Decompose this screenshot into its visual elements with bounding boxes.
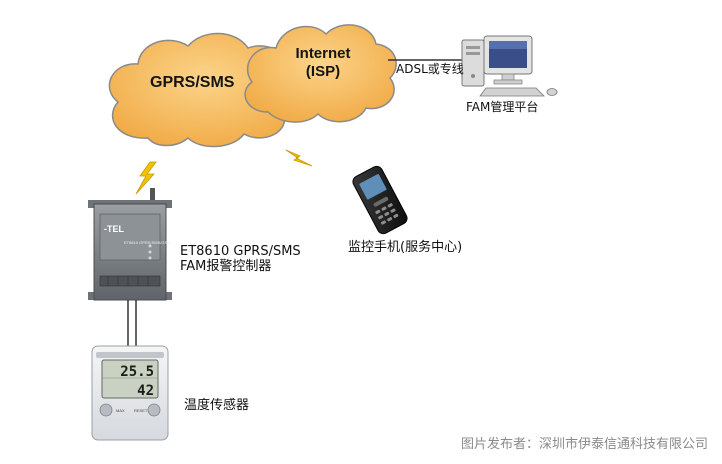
platform-label: FAM管理平台	[466, 100, 539, 114]
thermo-left-button	[99, 403, 113, 417]
temperature-sensor-device: 25.5 42 MAX RESET	[91, 345, 169, 441]
thermo-reading-top: 25.5	[120, 364, 154, 380]
lightning-icon-2	[285, 149, 313, 167]
controller-label-line2: FAM报警控制器	[180, 259, 272, 274]
cloud-internet-label: Internet (ISP)	[280, 45, 366, 81]
mobile-phone-icon	[352, 165, 408, 235]
adsl-link-label: ADSL或专线	[396, 62, 464, 76]
thermo-right-button	[147, 403, 161, 417]
device-brand-text: -TEL	[104, 224, 124, 234]
controller-label: ET8610 GPRS/SMS FAM报警控制器	[180, 244, 301, 274]
sensor-label: 温度传感器	[184, 398, 250, 413]
controller-label-line1: ET8610 GPRS/SMS	[180, 244, 301, 259]
image-credit: 图片发布者：深圳市伊泰信通科技有限公司	[460, 437, 708, 452]
thermo-right-button-label: RESET	[134, 408, 148, 413]
cloud-internet-line1: Internet	[295, 45, 351, 62]
thermo-left-button-label: MAX	[116, 408, 125, 413]
cloud-internet-line2: (ISP)	[305, 63, 341, 80]
lightning-icon-1	[135, 161, 157, 195]
et8610-controller-device: -TEL ET8610 GPRS/SMS/GSM	[88, 188, 172, 301]
device-model-text: ET8610 GPRS/SMS/GSM	[124, 240, 170, 245]
thermo-reading-bottom: 42	[137, 383, 154, 399]
cloud-gprs-label: GPRS/SMS	[150, 74, 235, 91]
phone-label: 监控手机(服务中心)	[348, 240, 463, 255]
computer-icon	[461, 35, 558, 97]
cloud-internet-isp	[244, 24, 397, 123]
